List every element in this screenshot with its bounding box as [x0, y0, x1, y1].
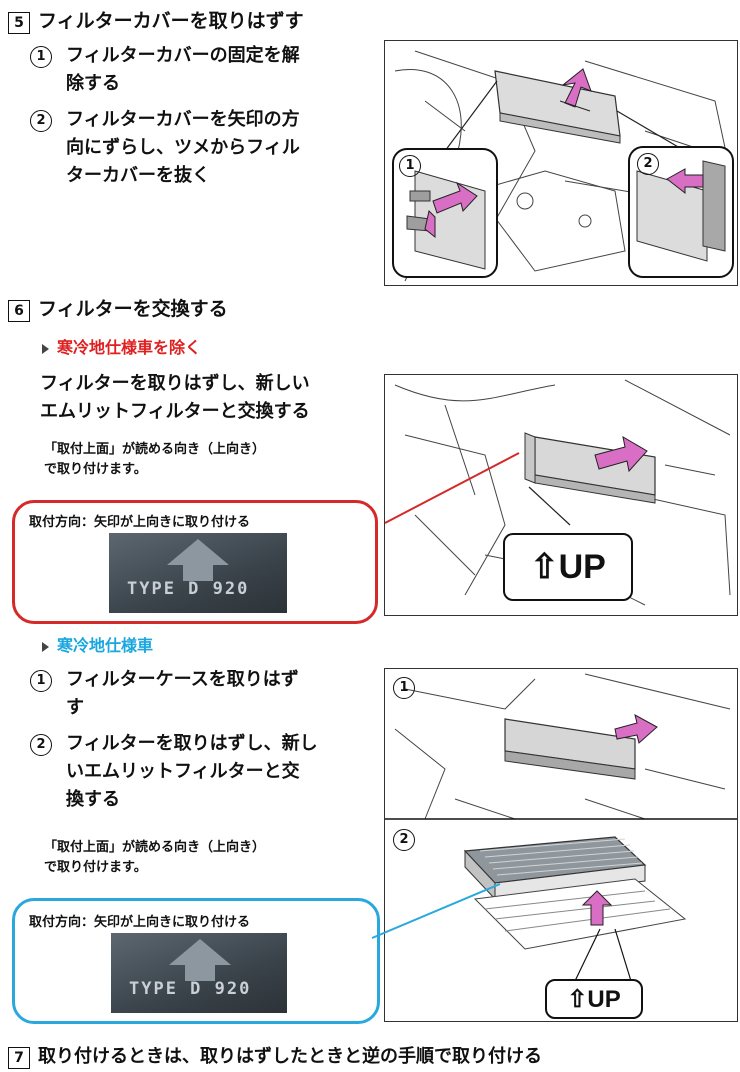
- variant-a-label: 寒冷地仕様車を除く: [42, 334, 201, 358]
- step5-illustration: 1 2: [384, 40, 738, 286]
- connector-line: [371, 883, 501, 939]
- note-line: で取り付けます。: [44, 860, 147, 875]
- instruction-line: ターカバーを抜く: [66, 165, 210, 186]
- instruction-line: フィルターカバーを矢印の方: [66, 109, 300, 130]
- up-arrow-icon: [167, 539, 229, 581]
- instruction-line: 換する: [66, 789, 120, 810]
- callout-1: 1: [393, 677, 415, 699]
- sub-number: 1: [30, 46, 52, 68]
- up-label-badge: ⇧UP: [545, 979, 643, 1019]
- variant-b-text: 寒冷地仕様車: [57, 636, 154, 655]
- note-line: で取り付けます。: [44, 462, 147, 477]
- variant-b-sub2: 2 フィルターを取りはずし、新し いエムリットフィルターと交 換する: [30, 730, 380, 814]
- orientation-label: 取付方向：矢印が上向きに取り付ける: [29, 915, 251, 930]
- variant-a-note: 「取付上面」が読める向き（上向き） で取り付けます。: [44, 440, 374, 480]
- sub-number: 2: [30, 734, 52, 756]
- sub-number: 1: [30, 670, 52, 692]
- callout-2: 2: [393, 829, 415, 851]
- step5-sub1: 1 フィルターカバーの固定を解 除する: [30, 42, 380, 98]
- step5-number: 5: [8, 11, 30, 34]
- variant-b-note: 「取付上面」が読める向き（上向き） で取り付けます。: [44, 838, 374, 878]
- filter-label-photo: TYPE D 920: [111, 933, 287, 1013]
- variant-b-label: 寒冷地仕様車: [42, 632, 153, 656]
- instruction-line: いエムリットフィルターと交: [66, 761, 300, 782]
- instruction-line: フィルターカバーの固定を解: [66, 45, 300, 66]
- note-line: 「取付上面」が読める向き（上向き）: [44, 442, 266, 457]
- step6-heading: 6 フィルターを交換する: [8, 294, 228, 322]
- variant-a-illustration: ⇧UP: [384, 374, 738, 616]
- step6-number: 6: [8, 299, 30, 322]
- instruction-line: フィルターを取りはずし、新し: [66, 733, 318, 754]
- step5-sub2: 2 フィルターカバーを矢印の方 向にずらし、ツメからフィル ターカバーを抜く: [30, 106, 380, 190]
- instruction-line: 向にずらし、ツメからフィル: [66, 137, 300, 158]
- sub-number: 2: [30, 110, 52, 132]
- callout-1: 1: [399, 155, 421, 177]
- step5-heading: 5 フィルターカバーを取りはずす: [8, 6, 304, 34]
- step6-title: フィルターを交換する: [38, 298, 228, 320]
- step5-title: フィルターカバーを取りはずす: [38, 10, 304, 32]
- photo-text: TYPE D 920: [129, 979, 252, 999]
- orientation-label: 取付方向：矢印が上向きに取り付ける: [29, 515, 251, 530]
- step7-heading: 7 取り付けるときは、取りはずしたときと逆の手順で取り付ける: [8, 1042, 542, 1069]
- photo-text: TYPE D 920: [127, 579, 250, 599]
- variant-a-orientation-box: 取付方向：矢印が上向きに取り付ける TYPE D 920: [12, 500, 378, 624]
- instruction-line: エムリットフィルターと交換する: [40, 401, 310, 422]
- step7-number: 7: [8, 1046, 30, 1069]
- filter-case-drawing: [385, 673, 737, 982]
- step7-title: 取り付けるときは、取りはずしたときと逆の手順で取り付ける: [38, 1046, 542, 1067]
- filter-cover-drawing: [392, 50, 734, 282]
- variant-a-instruction: フィルターを取りはずし、新しい エムリットフィルターと交換する: [40, 370, 380, 426]
- instruction-line: 除する: [66, 73, 120, 94]
- instruction-line: す: [66, 697, 84, 718]
- note-line: 「取付上面」が読める向き（上向き）: [44, 840, 266, 855]
- triangle-bullet-icon: [42, 641, 49, 652]
- instruction-line: フィルターを取りはずし、新しい: [40, 373, 310, 394]
- instruction-line: フィルターケースを取りはず: [66, 669, 299, 690]
- variant-b-sub1: 1 フィルターケースを取りはず す: [30, 666, 380, 722]
- callout-2: 2: [637, 153, 659, 175]
- variant-b-illustration: 1 2 ⇧UP: [384, 668, 738, 1022]
- up-arrow-icon: [169, 939, 231, 981]
- filter-label-photo: TYPE D 920: [109, 533, 287, 613]
- triangle-bullet-icon: [42, 343, 49, 354]
- variant-a-text: 寒冷地仕様車を除く: [57, 338, 202, 357]
- variant-b-orientation-box: 取付方向：矢印が上向きに取り付ける TYPE D 920: [12, 898, 380, 1024]
- up-label-badge: ⇧UP: [503, 533, 633, 601]
